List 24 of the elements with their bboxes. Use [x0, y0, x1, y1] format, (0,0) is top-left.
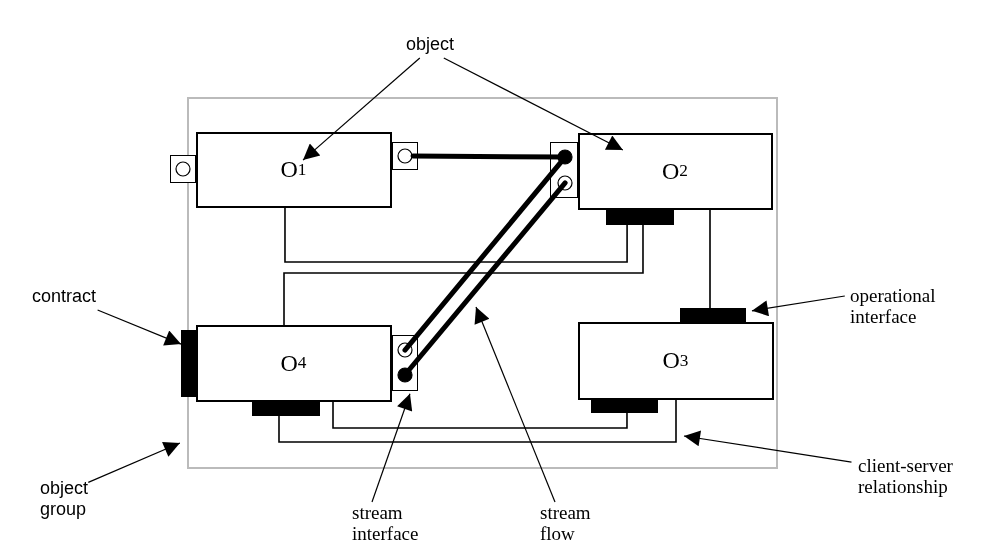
contract-bar [181, 330, 196, 397]
leader-arrow [443, 57, 624, 151]
interface-bar [679, 307, 746, 322]
leader-arrow [474, 306, 556, 503]
callout-label: contract [32, 286, 112, 310]
connector-line [284, 207, 628, 263]
stream-interface-box [170, 155, 196, 183]
connector-line [283, 224, 644, 326]
leader-arrow [302, 57, 421, 161]
leader-arrow [87, 441, 181, 483]
callout-label: object group [40, 478, 110, 522]
callout-label: client-server relationship [858, 455, 988, 499]
connector-line [709, 209, 711, 309]
connector-line [332, 401, 628, 429]
callout-label: stream flow [540, 502, 600, 546]
callout-label: object [400, 34, 460, 58]
callout-label: stream interface [352, 502, 432, 546]
leader-arrow [751, 295, 846, 317]
callout-label: operational interface [850, 285, 980, 329]
object-group-box [187, 97, 778, 469]
leader-arrow [683, 430, 853, 463]
leader-arrow [97, 309, 182, 346]
connector-line [278, 399, 677, 443]
leader-arrow [371, 393, 413, 503]
